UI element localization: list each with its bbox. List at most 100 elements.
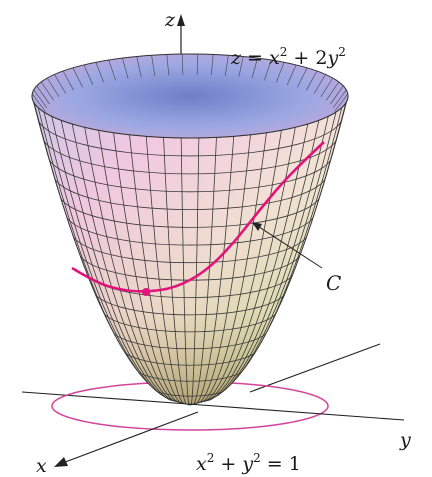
meridian-line bbox=[189, 136, 235, 405]
rim-mesh-line bbox=[275, 62, 285, 83]
circle-eq-y: y bbox=[241, 453, 253, 475]
meridian-line bbox=[180, 137, 191, 405]
meridian-line bbox=[43, 112, 191, 405]
rim-mesh-line bbox=[181, 54, 184, 75]
rim-mesh-line bbox=[108, 59, 116, 81]
meridian-line bbox=[189, 120, 320, 405]
meridian-line bbox=[189, 137, 200, 405]
level-curve bbox=[58, 192, 322, 228]
y-axis-line-front bbox=[187, 403, 405, 421]
y-axis-label: y bbox=[399, 429, 411, 451]
rim-mesh-line bbox=[330, 85, 344, 105]
rim-mesh-line bbox=[95, 62, 105, 83]
rim-mesh-line bbox=[31, 93, 46, 112]
surface-eq-y: y bbox=[326, 47, 338, 69]
rim-mesh-line bbox=[224, 55, 229, 77]
level-curve bbox=[36, 115, 344, 157]
rim-mesh-line bbox=[166, 54, 170, 76]
meridian-line bbox=[189, 137, 217, 405]
level-curve bbox=[92, 289, 288, 316]
meridian-line bbox=[189, 123, 309, 405]
level-curve bbox=[121, 347, 259, 366]
meridian-line bbox=[189, 127, 296, 405]
meridian-line bbox=[189, 112, 337, 405]
rim-mesh-line bbox=[196, 54, 199, 75]
meridian-line bbox=[60, 120, 191, 405]
level-curve bbox=[101, 308, 279, 333]
curve-c-label: C bbox=[326, 271, 341, 295]
circle-eq-rest: = 1 bbox=[261, 453, 301, 475]
level-curve bbox=[64, 211, 316, 246]
curve-c-leader bbox=[252, 222, 323, 269]
level-curve bbox=[71, 231, 309, 264]
rim-mesh-line bbox=[36, 85, 50, 105]
level-curve bbox=[41, 134, 339, 175]
rim-mesh bbox=[31, 54, 349, 112]
rim-mesh-line bbox=[62, 70, 75, 91]
surface-equation: z = x2 + 2y2 bbox=[230, 45, 346, 69]
rim-mesh-line bbox=[251, 57, 258, 79]
meridian-line bbox=[84, 127, 191, 405]
circle-eq-x: x bbox=[196, 453, 207, 475]
rim-mesh-line bbox=[46, 77, 60, 97]
meridian-line bbox=[145, 136, 191, 405]
meridian-line bbox=[189, 134, 251, 405]
circle-eq-exp2: 2 bbox=[253, 451, 261, 465]
meridian-line bbox=[189, 130, 282, 405]
circle-eq-plus: + bbox=[214, 453, 242, 475]
axes-front bbox=[54, 403, 405, 467]
level-curve bbox=[110, 327, 270, 350]
meridian-line bbox=[189, 132, 267, 405]
meridian-line bbox=[71, 123, 191, 405]
meridian-line bbox=[98, 130, 191, 405]
rim-mesh-line bbox=[136, 56, 142, 78]
rim-mesh-line bbox=[264, 59, 272, 81]
rim-mesh-line bbox=[72, 67, 84, 88]
rim-mesh-line bbox=[83, 64, 94, 85]
surface-eq-x: x bbox=[269, 47, 280, 69]
meridian-line bbox=[163, 137, 191, 405]
meridian-line bbox=[113, 132, 191, 405]
surface-eq-exp1: 2 bbox=[280, 45, 288, 59]
rim-mesh-line bbox=[122, 57, 129, 79]
x-axis-label: x bbox=[36, 455, 47, 477]
rim-mesh-line bbox=[332, 89, 347, 108]
y-axis-line-back bbox=[21, 391, 189, 405]
paraboloid-surface bbox=[31, 53, 349, 406]
meridian-line bbox=[51, 116, 191, 405]
surface-eq-lhs: z bbox=[230, 47, 242, 69]
surface-eq-equals: = bbox=[241, 47, 269, 69]
meridian-line bbox=[189, 116, 329, 405]
curve-c-point bbox=[142, 288, 150, 296]
z-axis-label: z bbox=[164, 9, 176, 31]
rim-mesh-line bbox=[54, 74, 67, 94]
rim-mesh-line bbox=[238, 56, 244, 78]
z-axis-arrowhead bbox=[177, 14, 185, 26]
surface-eq-plus: + 2 bbox=[287, 47, 327, 69]
x-axis-arrowhead bbox=[54, 457, 68, 467]
x-axis-line-back bbox=[249, 343, 381, 393]
rim-mesh-line bbox=[313, 74, 326, 94]
rim-mesh-line bbox=[210, 54, 214, 76]
level-curve bbox=[133, 366, 247, 382]
rim-mesh-line bbox=[286, 64, 297, 85]
surface-rim-opening bbox=[31, 53, 349, 139]
circle-eq-exp1: 2 bbox=[207, 451, 215, 465]
surface-eq-exp2: 2 bbox=[338, 45, 346, 59]
rim-mesh-line bbox=[334, 93, 349, 112]
rim-mesh-line bbox=[33, 89, 48, 108]
rim-mesh-line bbox=[151, 55, 156, 77]
x-axis-line-front bbox=[59, 411, 199, 465]
rim-mesh-line bbox=[320, 77, 334, 97]
curve-c-leader-arrow bbox=[252, 222, 262, 231]
level-curve bbox=[52, 173, 328, 211]
rim-mesh-line bbox=[305, 70, 318, 91]
circle-equation: x2 + y2 = 1 bbox=[196, 451, 301, 475]
curve-c bbox=[71, 141, 325, 293]
meridian-line bbox=[129, 134, 191, 405]
level-curve bbox=[47, 153, 333, 193]
rim-mesh-line bbox=[296, 67, 308, 88]
rim-mesh-line bbox=[326, 81, 340, 101]
rim-mesh-line bbox=[40, 81, 54, 101]
